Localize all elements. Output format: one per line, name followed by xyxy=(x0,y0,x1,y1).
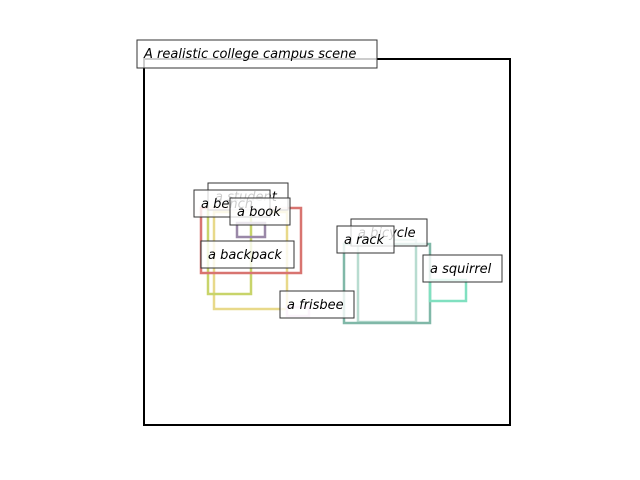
label-text-backpack: a backpack xyxy=(208,248,282,263)
label-squirrel: a squirrel xyxy=(422,254,503,283)
scene-frame xyxy=(143,58,511,426)
bbox-squirrel xyxy=(428,278,468,303)
label-text-frisbee: a frisbee xyxy=(287,298,344,313)
label-backpack: a backpack xyxy=(200,240,295,269)
label-frisbee: a frisbee xyxy=(279,290,355,319)
caption-text: A realistic college campus scene xyxy=(143,47,356,62)
caption-box: A realistic college campus scene xyxy=(136,39,378,69)
label-rack: a rack xyxy=(336,225,395,254)
label-text-book: a book xyxy=(237,205,281,220)
label-text-squirrel: a squirrel xyxy=(430,262,492,277)
label-book: a book xyxy=(229,197,291,226)
label-text-rack: a rack xyxy=(344,233,385,248)
